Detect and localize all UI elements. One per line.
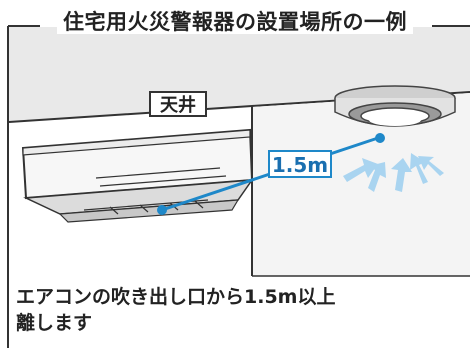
right-wall bbox=[253, 93, 470, 276]
air-conditioner-icon bbox=[21, 128, 254, 223]
caption-line-1: エアコンの吹き出し口から1.5m以上 bbox=[16, 286, 336, 308]
smoke-detector-icon bbox=[334, 85, 456, 127]
caption-line-2: 離します bbox=[16, 312, 93, 334]
airflow-arrow-icon bbox=[343, 153, 444, 192]
caption: エアコンの吹き出し口から1.5m以上 離します bbox=[16, 284, 466, 336]
distance-label: 1.5m bbox=[268, 150, 332, 178]
ceiling-label: 天井 bbox=[149, 91, 207, 117]
page-title: 住宅用火災警報器の設置場所の一例 bbox=[0, 8, 470, 36]
